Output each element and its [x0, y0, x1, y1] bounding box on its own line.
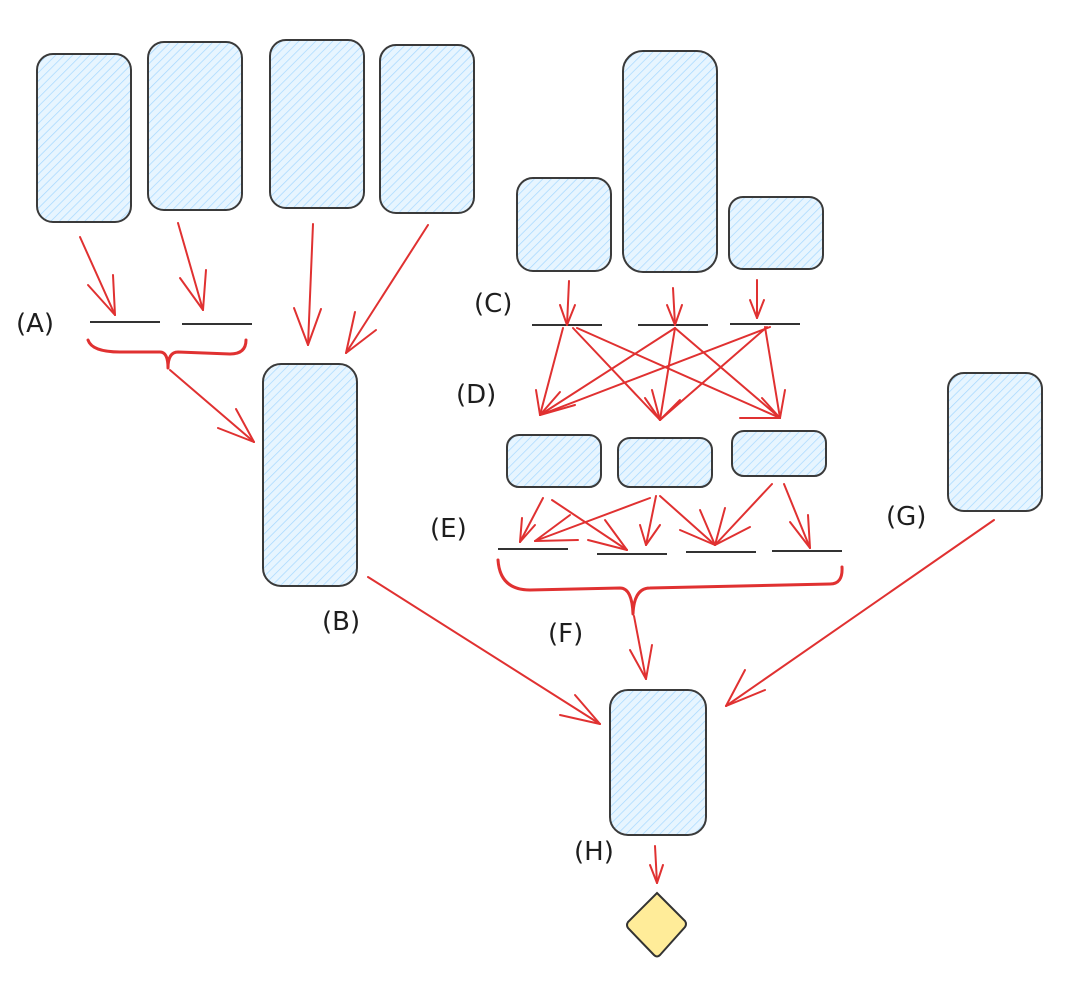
f-brace	[496, 558, 844, 616]
top-left-box-3	[269, 39, 365, 209]
arrow-h-to-output	[649, 845, 664, 884]
output-diamond	[626, 891, 687, 958]
arrow-box4-to-b	[345, 224, 429, 354]
top-left-box-4	[379, 44, 475, 214]
arrow-box2-to-a2	[177, 222, 207, 311]
box-c-2	[622, 50, 718, 273]
arrow-g-to-h	[725, 519, 995, 707]
box-h	[609, 689, 707, 836]
top-left-box-1	[36, 53, 132, 223]
arrow-box1-to-a1	[79, 236, 116, 316]
label-b: (B)	[322, 607, 360, 637]
box-c-1	[516, 177, 612, 272]
label-f: (F)	[548, 619, 583, 649]
label-e: (E)	[430, 514, 467, 544]
arrow-a-to-b	[169, 369, 255, 443]
label-d: (D)	[456, 380, 496, 410]
arrow-b-to-h	[367, 576, 601, 725]
arrows-d-to-e	[519, 483, 811, 551]
box-b	[262, 363, 358, 587]
box-d-1	[506, 434, 602, 488]
arrows-box-c-to-lines	[559, 279, 765, 326]
a-brace	[86, 338, 248, 370]
box-g	[947, 372, 1043, 512]
label-h: (H)	[574, 837, 614, 867]
top-left-box-2	[147, 41, 243, 211]
label-c: (C)	[474, 289, 512, 319]
box-d-2	[617, 437, 713, 488]
label-g: (G)	[886, 502, 926, 532]
box-d-3	[731, 430, 827, 477]
arrow-box3-to-b	[293, 223, 322, 346]
arrow-f-to-h	[629, 615, 653, 680]
label-a: (A)	[16, 309, 54, 339]
box-c-3	[728, 196, 824, 270]
arrows-c-to-d	[535, 326, 786, 421]
